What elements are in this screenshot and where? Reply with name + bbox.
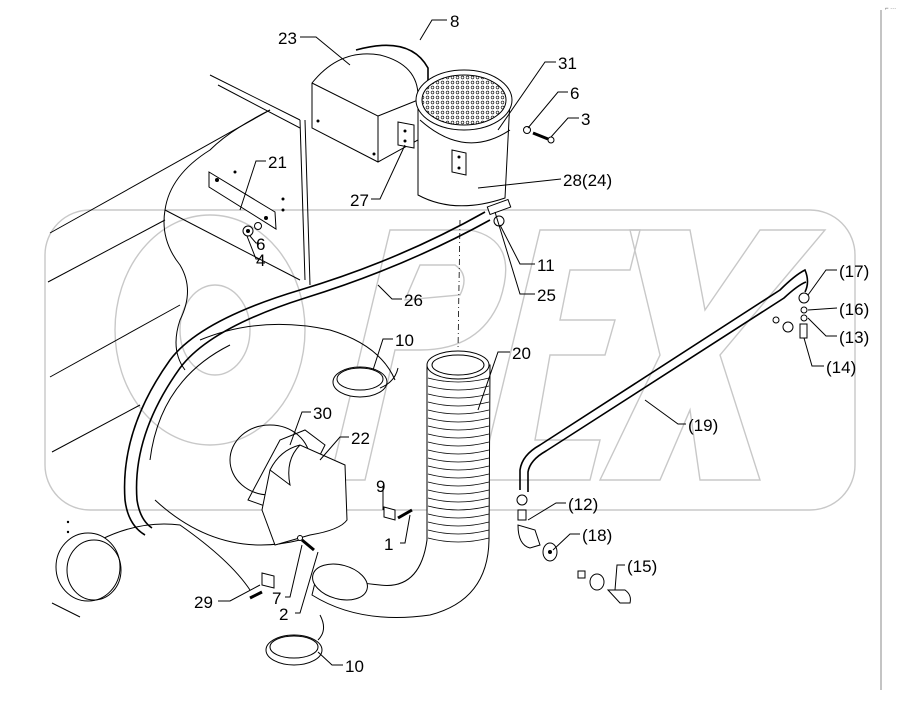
callout-18: (18)	[582, 526, 612, 545]
callout-19: (19)	[688, 416, 718, 435]
part-21-bracket	[208, 170, 285, 230]
watermark-letter-x	[598, 229, 827, 481]
hose-rib	[427, 409, 490, 415]
callout-17: (17)	[839, 262, 869, 281]
callout-13: (13)	[839, 328, 869, 347]
hose-rib	[427, 377, 490, 383]
hose-rib	[427, 457, 490, 463]
callout-7: 7	[272, 589, 281, 608]
callout-8: 8	[450, 12, 459, 31]
hose-rib	[427, 513, 490, 519]
callout-20: 20	[512, 344, 531, 363]
part-2-washer	[297, 535, 303, 541]
part-28-canister	[415, 69, 513, 207]
callout-4: 4	[256, 251, 265, 270]
part-6-washer	[523, 126, 531, 134]
callout-30: 30	[313, 404, 332, 423]
callout-10-upper: 10	[395, 331, 414, 350]
part-4-nut	[242, 225, 254, 237]
hose-rib	[427, 505, 490, 511]
part-10-clamp-lower	[265, 614, 324, 666]
part-25-fitting	[486, 198, 512, 216]
part-27-clip	[397, 121, 415, 149]
part-20-flex-hose	[311, 219, 491, 618]
outlet-ring	[51, 520, 122, 618]
corner-mark: ⌐ ···	[885, 6, 896, 12]
callout-12: (12)	[568, 495, 598, 514]
hose-rib	[427, 425, 490, 431]
part-22-cover	[261, 444, 348, 546]
part-9-plate	[383, 506, 396, 521]
hose-rib	[427, 401, 490, 407]
part-26-hose	[123, 211, 486, 536]
part-19-pipe-edge	[527, 281, 807, 492]
callout-3: 3	[581, 110, 590, 129]
part-18-nut	[542, 542, 558, 562]
callout-9: 9	[376, 477, 385, 496]
callout-26: 26	[404, 291, 423, 310]
hose-ribs	[427, 377, 490, 543]
blower-housing	[99, 323, 396, 591]
callout-28-24: 28(24)	[563, 171, 612, 190]
callout-labels: 23 8 31 6 3 21 27 28(24) 6 4 11 25 26 (1…	[194, 12, 869, 676]
hose-rib	[427, 537, 490, 543]
callout-23: 23	[278, 29, 297, 48]
hose-rib	[427, 433, 490, 439]
watermark-letter-p	[329, 229, 507, 481]
callout-11: 11	[537, 256, 555, 275]
watermark-letter-o-inner	[179, 284, 251, 376]
hose-rib	[427, 481, 490, 487]
hose-rib	[427, 449, 490, 455]
callout-1: 1	[384, 535, 393, 554]
watermark-letter-o	[114, 214, 306, 446]
part-12-elbow	[516, 494, 541, 549]
hose-rib	[427, 521, 490, 527]
hose-rib	[427, 497, 490, 503]
callout-6-top: 6	[570, 84, 579, 103]
hose-rib	[427, 393, 490, 399]
part-7-bolt	[301, 538, 315, 552]
callout-22: 22	[351, 429, 370, 448]
callout-14: (14)	[826, 358, 856, 377]
callout-16: (16)	[839, 300, 869, 319]
hose-rib	[427, 465, 490, 471]
hose-rib	[427, 417, 490, 423]
part-26-hose-edge	[135, 219, 491, 529]
callout-31: 31	[558, 54, 577, 73]
leader-lines	[218, 19, 838, 666]
callout-10-lower: 10	[345, 657, 364, 676]
callout-6-mid: 6	[256, 235, 265, 254]
part-1-bolt	[397, 508, 413, 520]
hose-rib	[427, 441, 490, 447]
part-6-washer-lower	[254, 222, 262, 230]
part-19-pipe	[519, 268, 809, 490]
part-16-washer	[800, 306, 808, 314]
part-15-elbow	[577, 570, 631, 604]
part-3-bolt	[532, 131, 555, 144]
hose-rib	[427, 529, 490, 535]
part-17-nut	[798, 292, 810, 304]
callout-21: 21	[268, 153, 287, 172]
part-13-washer	[800, 314, 808, 322]
callout-15: (15)	[627, 557, 657, 576]
hose-rib	[427, 385, 490, 391]
part-29-plate	[249, 572, 275, 600]
callout-29: 29	[194, 593, 213, 612]
callout-25: 25	[537, 286, 556, 305]
hose-rib	[427, 489, 490, 495]
part-14-fitting	[772, 316, 808, 339]
part-8-strap	[355, 44, 429, 82]
callout-2: 2	[279, 605, 288, 624]
callout-27: 27	[350, 191, 369, 210]
machine-frame	[47, 74, 311, 453]
part-10-clamp-upper	[332, 366, 399, 398]
hose-rib	[427, 473, 490, 479]
